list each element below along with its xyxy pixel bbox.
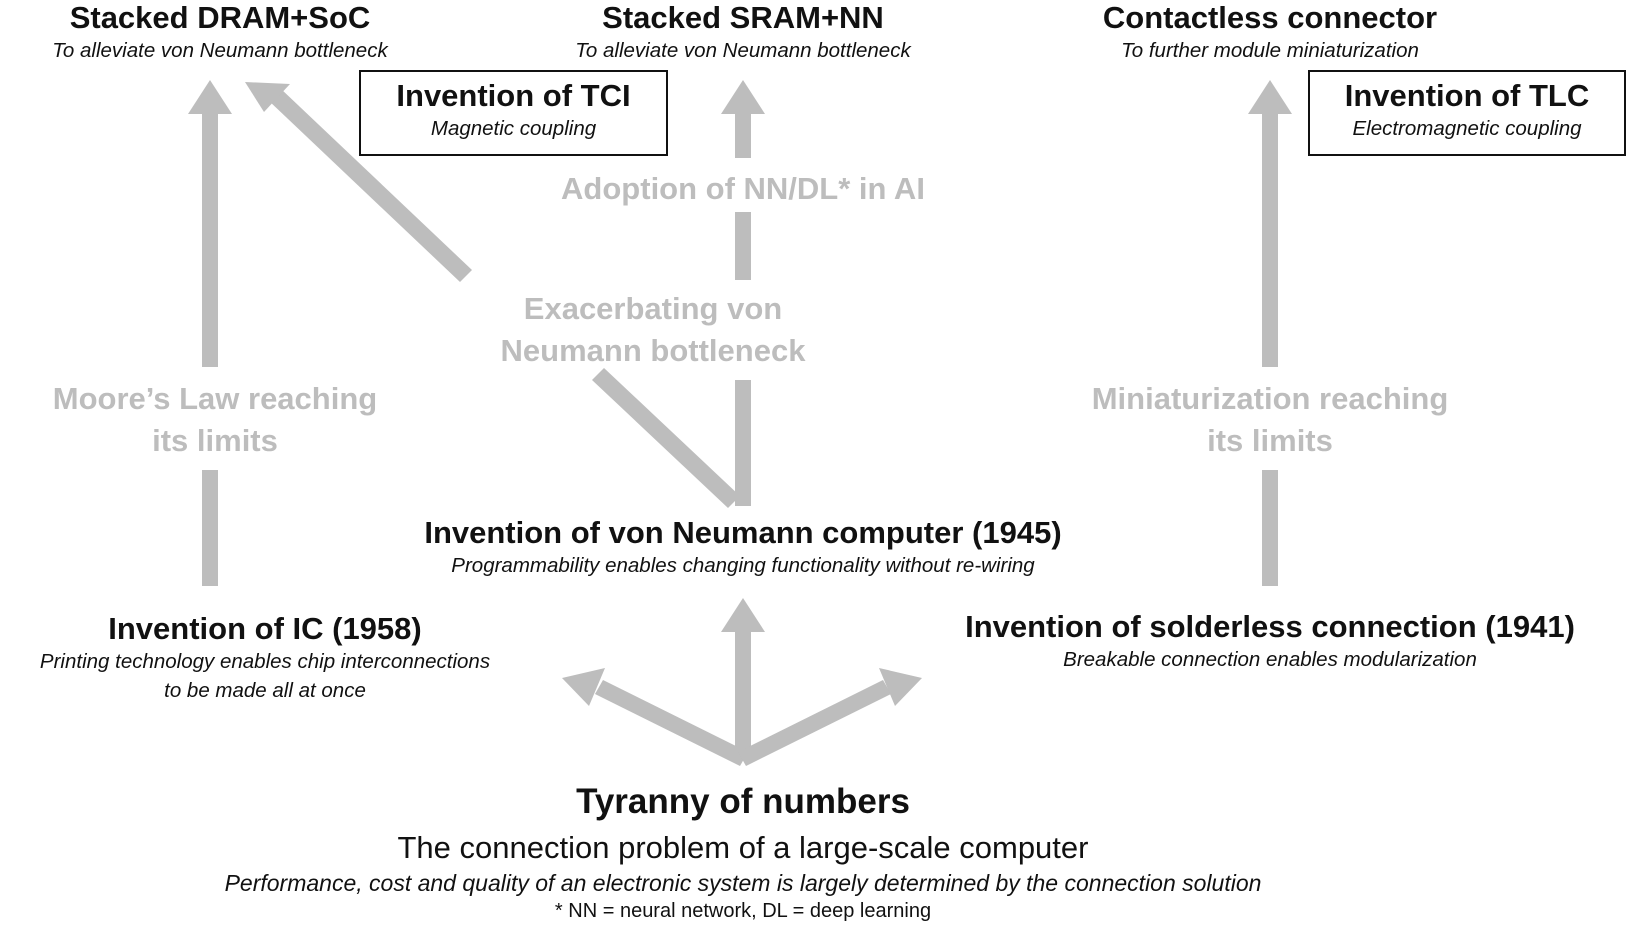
solderless-invention: Invention of solderless connection (1941… [920, 609, 1620, 674]
arrow-exacerbating-to-adoption [735, 212, 751, 280]
miniaturization-line-1: Miniaturization reaching [1091, 381, 1449, 416]
moore-law-line-1: Moore’s Law reaching [52, 381, 378, 416]
arrow-vn-to-exacerbating-diag [592, 368, 740, 508]
arrow-mini-to-connector-head [1248, 80, 1292, 114]
miniaturization-line-2: its limits [1207, 423, 1333, 458]
arrow-vn-to-exacerbating-vertical [735, 380, 751, 506]
arrow-tyranny-to-ic-shaft [595, 680, 748, 766]
arrow-tyranny-to-vn-shaft [735, 630, 751, 760]
footnote: * NN = neural network, DL = deep learnin… [554, 900, 932, 922]
tyranny-subtitle: The connection problem of a large-scale … [397, 830, 1089, 865]
tyranny-description: Performance, cost and quality of an elec… [224, 870, 1262, 896]
moore-law-label: Moore’s Law reaching its limits [0, 378, 430, 462]
stacked-dram-soc-subtitle: To alleviate von Neumann bottleneck [52, 39, 388, 62]
ic-invention: Invention of IC (1958) Printing technolo… [0, 611, 530, 705]
solderless-title: Invention of solderless connection (1941… [965, 609, 1575, 644]
invention-tci-subtitle: Magnetic coupling [430, 117, 597, 140]
stacked-sram-nn: Stacked SRAM+NN To alleviate von Neumann… [538, 0, 948, 65]
contactless-connector: Contactless connector To further module … [1070, 0, 1470, 65]
arrow-tyranny-to-vn-head [721, 598, 765, 632]
stacked-dram-soc-title: Stacked DRAM+SoC [69, 0, 371, 35]
invention-tlc-title: Invention of TLC [1344, 78, 1590, 113]
adoption-nn-dl-text: Adoption of NN/DL* in AI [561, 171, 925, 206]
von-neumann-invention: Invention of von Neumann computer (1945)… [323, 515, 1163, 580]
contactless-connector-subtitle: To further module miniaturization [1121, 39, 1419, 62]
stacked-dram-soc: Stacked DRAM+SoC To alleviate von Neuman… [15, 0, 425, 65]
miniaturization-label: Miniaturization reaching its limits [1040, 378, 1500, 462]
arrow-mini-to-connector-shaft [1262, 112, 1278, 367]
exacerbating-line-2: Neumann bottleneck [500, 333, 806, 368]
invention-tci-box: Invention of TCI Magnetic coupling [359, 70, 668, 156]
arrow-adoption-to-sram-shaft [735, 112, 751, 158]
von-neumann-title: Invention of von Neumann computer (1945) [424, 515, 1062, 550]
stacked-sram-nn-subtitle: To alleviate von Neumann bottleneck [575, 39, 911, 62]
exacerbating-line-1: Exacerbating von [523, 291, 783, 326]
invention-tci-title: Invention of TCI [396, 78, 631, 113]
arrow-adoption-to-sram-head [721, 80, 765, 114]
arrow-exacerbating-to-dram-shaft [268, 88, 472, 282]
arrow-tyranny-to-ic-head [562, 668, 605, 706]
arrow-exacerbating-to-dram-head [245, 82, 290, 112]
tyranny-of-numbers: Tyranny of numbers The connection proble… [83, 782, 1403, 924]
ic-title: Invention of IC (1958) [108, 611, 422, 646]
tyranny-title: Tyranny of numbers [576, 782, 910, 821]
arrow-moore-to-dram-shaft [202, 112, 218, 367]
arrow-moore-to-dram-head [188, 80, 232, 114]
invention-tlc-subtitle: Electromagnetic coupling [1352, 117, 1582, 140]
stacked-sram-nn-title: Stacked SRAM+NN [602, 0, 884, 35]
von-neumann-subtitle: Programmability enables changing functio… [451, 554, 1035, 577]
adoption-nn-dl-label: Adoption of NN/DL* in AI [493, 168, 993, 210]
ic-subtitle-line-1: Printing technology enables chip interco… [39, 650, 491, 673]
arrow-tyranny-to-solderless-shaft [738, 680, 891, 766]
solderless-subtitle: Breakable connection enables modularizat… [1063, 648, 1477, 671]
exacerbating-label: Exacerbating von Neumann bottleneck [443, 288, 863, 372]
invention-tlc-box: Invention of TLC Electromagnetic couplin… [1308, 70, 1626, 156]
arrow-ic-to-moore [202, 470, 218, 586]
contactless-connector-title: Contactless connector [1102, 0, 1438, 35]
ic-subtitle-line-2: to be made all at once [164, 679, 366, 702]
arrow-solderless-to-mini [1262, 470, 1278, 586]
moore-law-line-2: its limits [152, 423, 278, 458]
arrow-tyranny-to-solderless-head [879, 668, 922, 706]
